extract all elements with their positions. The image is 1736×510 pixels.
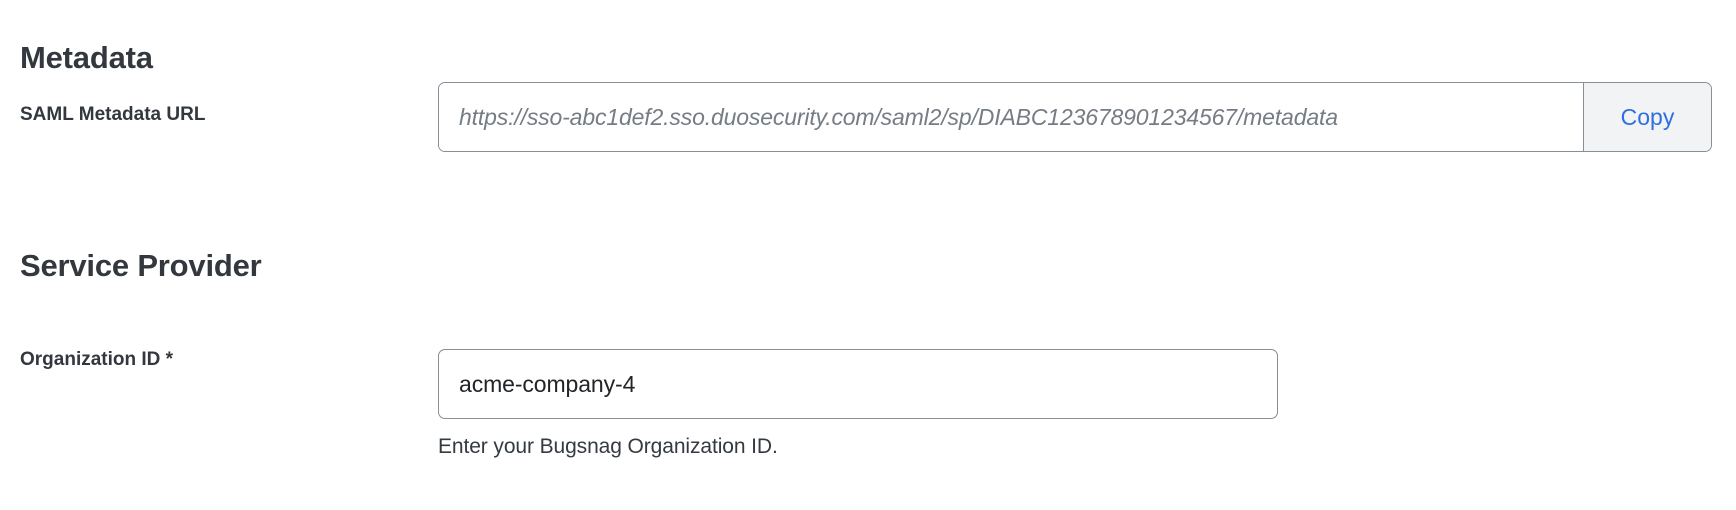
organization-id-help-text: Enter your Bugsnag Organization ID. [438, 435, 778, 458]
label-organization-id: Organization ID * [20, 349, 174, 370]
section-heading-metadata: Metadata [20, 39, 153, 75]
saml-metadata-url-input-group: https://sso-abc1def2.sso.duosecurity.com… [438, 82, 1712, 152]
copy-button[interactable]: Copy [1583, 83, 1711, 151]
label-saml-metadata-url: SAML Metadata URL [20, 104, 206, 125]
section-heading-service-provider: Service Provider [20, 247, 262, 283]
form-row-saml-metadata-url: SAML Metadata URL https://sso-abc1def2.s… [0, 82, 1736, 152]
saml-metadata-url-value[interactable]: https://sso-abc1def2.sso.duosecurity.com… [439, 83, 1583, 151]
form-row-organization-id: Organization ID * Enter your Bugsnag Org… [0, 314, 1736, 457]
organization-id-input[interactable] [438, 349, 1278, 419]
